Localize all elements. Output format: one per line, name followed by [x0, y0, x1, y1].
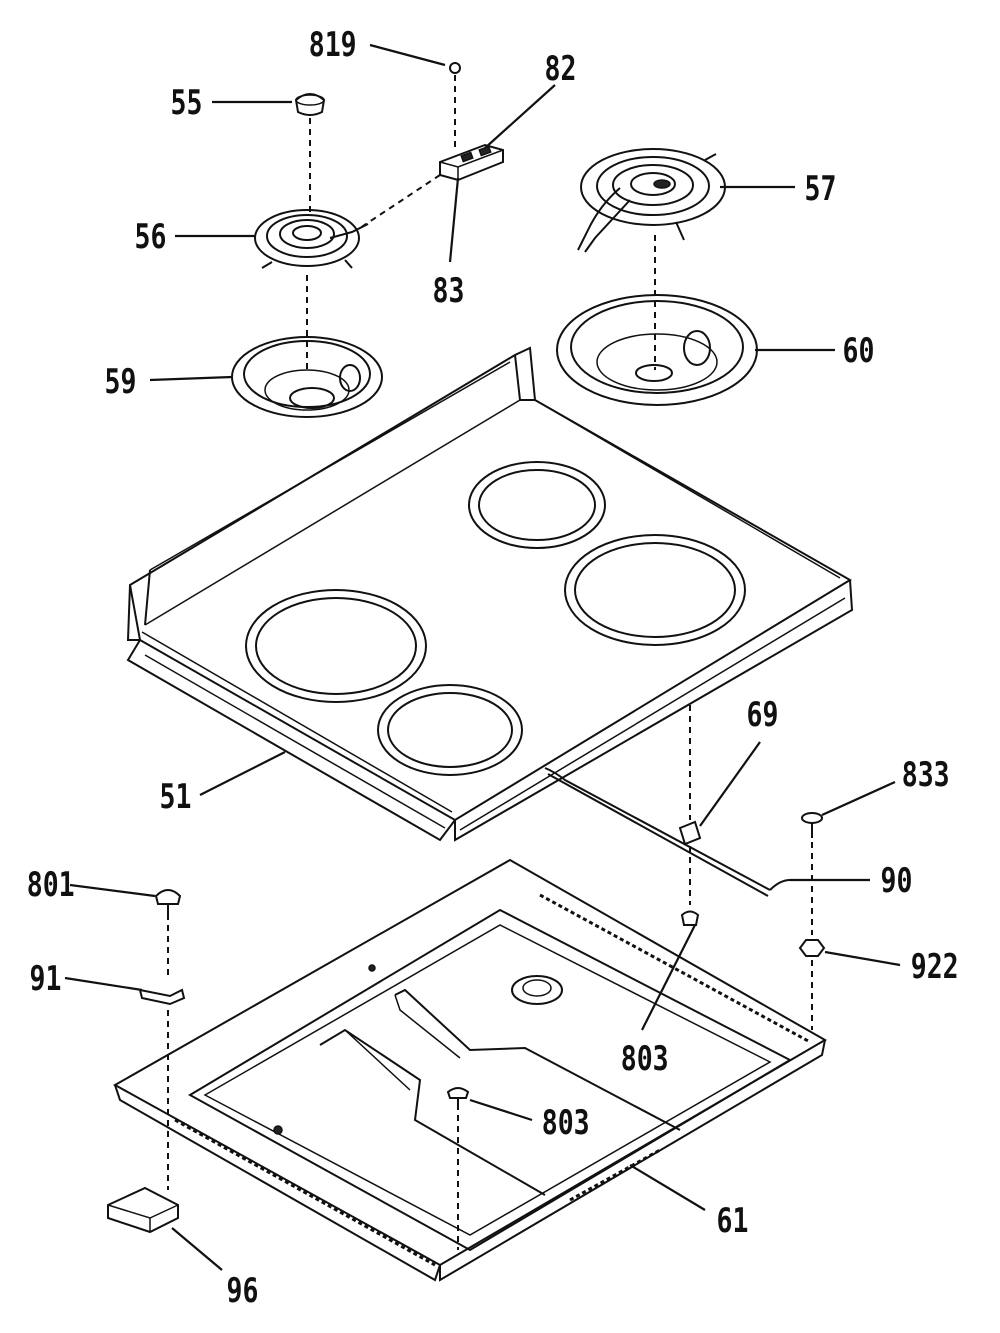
part-labels: 819 82 55 57 56 83 60 59 69 833 51 801 9…	[27, 26, 959, 1311]
drip-pan-small-59	[231, 336, 383, 418]
screw-833	[801, 812, 823, 935]
screw-819	[449, 62, 461, 150]
terminal-block	[359, 143, 504, 229]
element-cap-55	[294, 93, 326, 215]
bracket-69	[678, 705, 702, 905]
label-60: 60	[843, 332, 875, 371]
surface-element-small-56	[254, 209, 369, 372]
bracket-96	[107, 1186, 179, 1234]
label-819: 819	[309, 26, 357, 65]
label-82: 82	[545, 50, 577, 89]
label-803-b: 803	[542, 1104, 590, 1143]
label-803-a: 803	[621, 1040, 669, 1079]
label-61: 61	[717, 1202, 749, 1241]
label-51: 51	[160, 778, 192, 817]
cooktop-main-top-51	[126, 346, 854, 842]
label-56: 56	[135, 218, 167, 257]
label-55: 55	[171, 84, 203, 123]
label-91: 91	[30, 960, 62, 999]
bottom-pan-61	[112, 858, 827, 1282]
label-57: 57	[805, 170, 837, 209]
leader-lines	[64, 43, 901, 1271]
label-922: 922	[911, 948, 959, 987]
label-96: 96	[227, 1272, 259, 1311]
screw-801	[154, 889, 182, 975]
label-801: 801	[27, 866, 75, 905]
label-83: 83	[433, 272, 465, 311]
surface-element-large-57	[577, 148, 726, 370]
drip-pan-large-60	[556, 294, 758, 406]
rod-90	[544, 767, 791, 897]
clip-91	[138, 988, 186, 1190]
label-59: 59	[105, 363, 137, 402]
label-69: 69	[747, 696, 779, 735]
nut-922	[798, 939, 826, 1030]
label-833: 833	[902, 756, 950, 795]
label-90: 90	[881, 862, 913, 901]
